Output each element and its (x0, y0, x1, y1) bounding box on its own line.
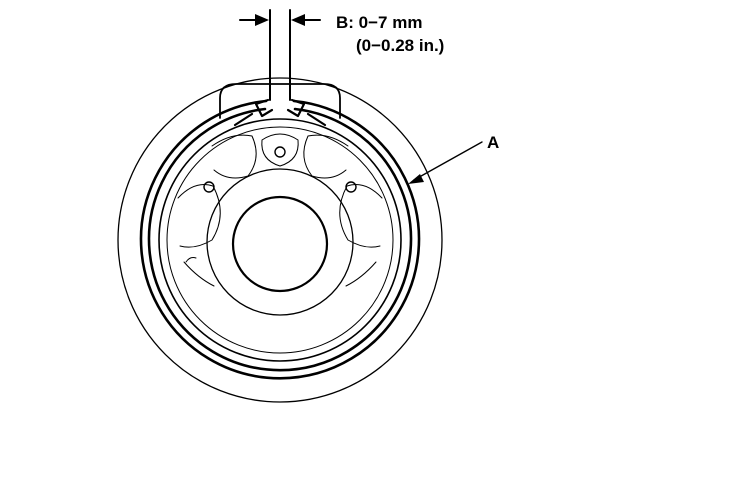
measurement-guide-lines (269, 9, 291, 101)
part-label-a: A (487, 133, 499, 152)
snap-ring-a (139, 99, 421, 380)
outer-housing-circle (117, 77, 443, 403)
leader-line-a (413, 141, 483, 181)
bolt-holes (203, 146, 357, 193)
hub-bore-circle (231, 195, 329, 293)
ring-gap-lip (219, 83, 341, 119)
snap-ring-ends (233, 98, 327, 127)
pressure-plate-circle (166, 126, 394, 354)
plate-lobes (177, 133, 383, 287)
arrowhead-left (255, 14, 269, 26)
gap-label-line2: (0−0.28 in.) (356, 36, 444, 55)
arrowhead-right (291, 14, 305, 26)
gap-label-line1: B: 0−7 mm (336, 13, 422, 32)
leader-arrowhead-a (408, 174, 424, 184)
hub-outer-circle (206, 168, 354, 316)
groove-inner-circle (158, 118, 402, 362)
small-mark (185, 257, 197, 263)
